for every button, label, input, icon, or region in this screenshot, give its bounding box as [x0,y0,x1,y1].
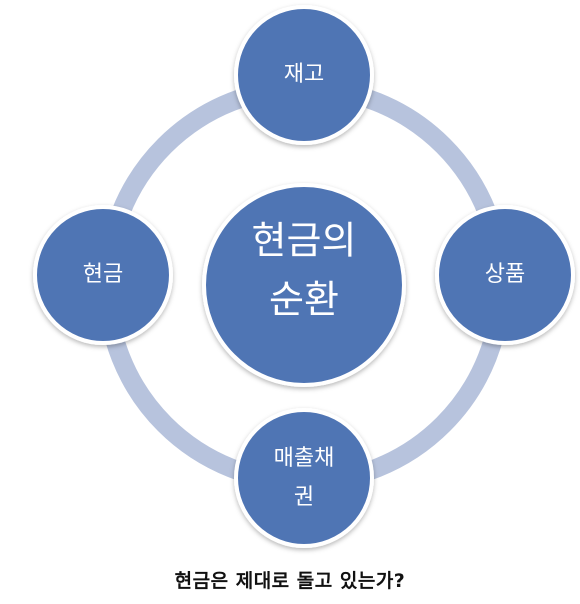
diagram-caption: 현금은 제대로 돌고 있는가? [174,570,406,592]
node-inventory-label: 재고 [284,62,324,87]
cash-cycle-diagram: 현금의 순환 재고 상품 매출채 권 현금 [33,5,575,548]
node-receivables-label-line2: 권 [294,485,314,510]
node-goods-label: 상품 [485,262,525,287]
node-receivables: 매출채 권 [234,408,374,548]
center-label-line2: 순환 [269,278,339,322]
center-node: 현금의 순환 [202,183,406,387]
node-cash-label: 현금 [83,262,123,287]
node-inventory: 재고 [234,5,374,145]
node-goods: 상품 [435,205,575,345]
node-cash: 현금 [33,205,173,345]
center-label-line1: 현금의 [252,219,357,263]
node-receivables-label-line1: 매출채 [274,446,335,471]
